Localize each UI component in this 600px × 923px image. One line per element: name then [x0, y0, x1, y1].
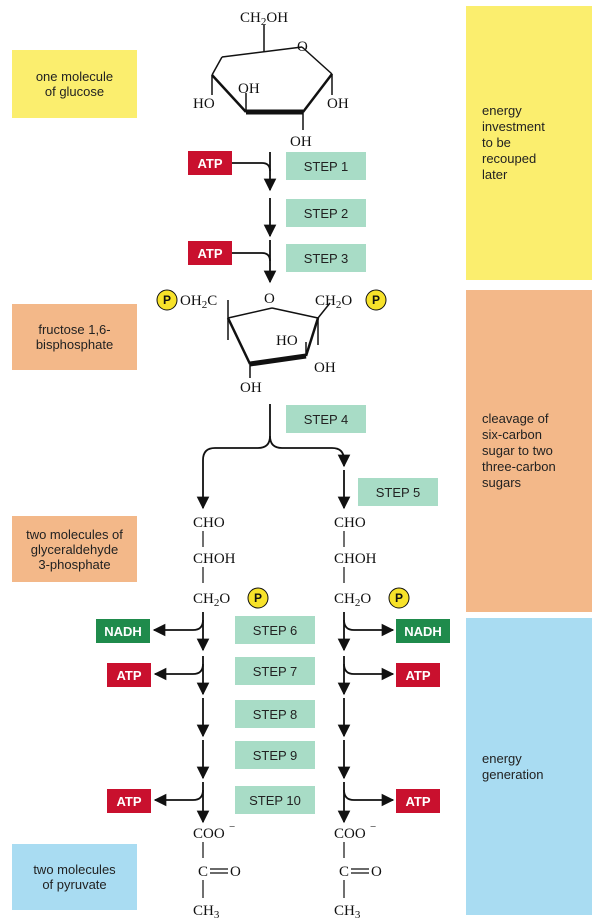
atp-badge-step10-left: ATP: [107, 789, 151, 813]
pyruvate-left-coo: COO: [193, 826, 225, 842]
phosphate-icon: [156, 289, 178, 311]
glucose-ho: HO: [193, 96, 215, 112]
pyruvate-right-c: C: [339, 864, 349, 880]
glucose-oh-bottom: OH: [290, 134, 312, 150]
pyruvate-label: two molecules of pyruvate: [12, 844, 137, 910]
fructose-oh2c: OH2C: [180, 293, 217, 311]
phosphate-label: P: [163, 293, 171, 307]
pyruvate-right-o: O: [371, 864, 382, 880]
g3p-label: two molecules of glyceraldehyde 3-phosph…: [12, 516, 137, 582]
fructose-ch2o: CH2O: [315, 293, 352, 311]
fructose-oh-right: OH: [314, 360, 336, 376]
phosphate-label: P: [372, 293, 380, 307]
svg-text:−: −: [370, 821, 376, 833]
step-4: STEP 4: [286, 405, 366, 433]
atp-badge-step7-right: ATP: [396, 663, 440, 687]
glucose-oh-right: OH: [327, 96, 349, 112]
g3p-left-cho: CHO: [193, 515, 225, 531]
pyruvate-right-coo: COO: [334, 826, 366, 842]
pyruvate-right-ch3: CH3: [334, 903, 361, 921]
g3p-left-choh: CHOH: [193, 551, 236, 567]
fructose-ring-o: O: [264, 291, 275, 307]
glucose-ring-o: O: [297, 39, 308, 55]
phosphate-icon: [365, 289, 387, 311]
pyruvate-left-c: C: [198, 864, 208, 880]
g3p-right-choh: CHOH: [334, 551, 377, 567]
atp-badge-step1: ATP: [188, 151, 232, 175]
step-3: STEP 3: [286, 244, 366, 272]
fructose-oh-bottom: OH: [240, 380, 262, 396]
phosphate-label: P: [254, 591, 262, 605]
energy-investment-phase: energy investment to be recouped later: [466, 6, 592, 280]
g3p-left-ch2o: CH2O: [193, 591, 230, 609]
step-6: STEP 6: [235, 616, 315, 644]
step-9: STEP 9: [235, 741, 315, 769]
step-2: STEP 2: [286, 199, 366, 227]
atp-badge-step7-left: ATP: [107, 663, 151, 687]
phosphate-label: P: [395, 591, 403, 605]
energy-generation-phase: energy generation: [466, 618, 592, 915]
pyruvate-left-o: O: [230, 864, 241, 880]
step-7: STEP 7: [235, 657, 315, 685]
fructose-label: fructose 1,6- bisphosphate: [12, 304, 137, 370]
g3p-right-ch2o: CH2O: [334, 591, 371, 609]
phosphate-icon: [388, 587, 410, 609]
glucose-structure: [211, 25, 333, 130]
fructose-ho: HO: [276, 333, 298, 349]
phosphate-icon: [247, 587, 269, 609]
atp-badge-step10-right: ATP: [396, 789, 440, 813]
glucose-label: one molecule of glucose: [12, 50, 137, 118]
step-8: STEP 8: [235, 700, 315, 728]
fructose-structure: [226, 300, 331, 378]
step-1: STEP 1: [286, 152, 366, 180]
svg-text:−: −: [229, 821, 235, 833]
cleavage-phase: cleavage of six-carbon sugar to two thre…: [466, 290, 592, 612]
pyruvate-left-ch3: CH3: [193, 903, 220, 921]
atp-badge-step3: ATP: [188, 241, 232, 265]
g3p-right-cho: CHO: [334, 515, 366, 531]
glucose-oh-top: OH: [238, 81, 260, 97]
nadh-badge-right: NADH: [396, 619, 450, 643]
step-5: STEP 5: [358, 478, 438, 506]
nadh-badge-left: NADH: [96, 619, 150, 643]
step-10: STEP 10: [235, 786, 315, 814]
glucose-ch2oh: CH2OH: [240, 10, 288, 28]
